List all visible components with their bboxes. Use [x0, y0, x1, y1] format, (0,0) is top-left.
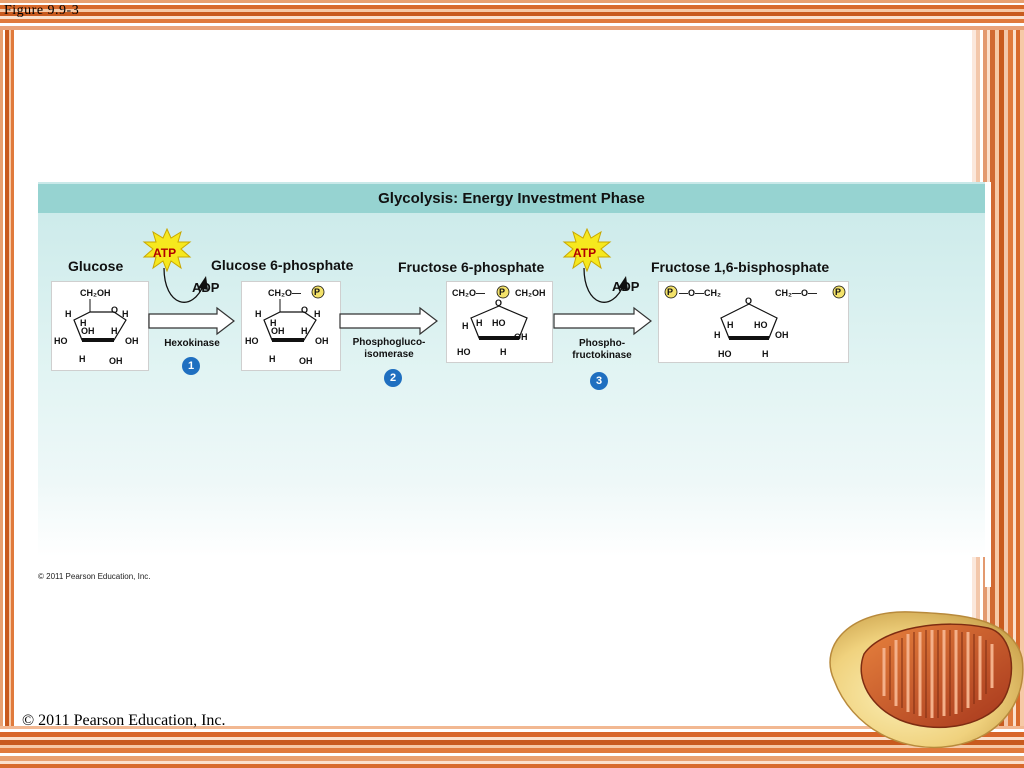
slide-copyright: © 2011 Pearson Education, Inc. — [22, 712, 226, 729]
svg-text:OH: OH — [775, 330, 789, 340]
slide-border-top — [0, 0, 1024, 30]
svg-text:H: H — [500, 347, 507, 357]
svg-text:OH: OH — [315, 336, 329, 346]
svg-text:HO: HO — [754, 320, 768, 330]
reaction-arrow-1 — [148, 306, 235, 336]
svg-text:O: O — [111, 305, 118, 315]
molecule-name-glucose: Glucose — [68, 258, 124, 274]
molecule-name-fructose-1-6-bisphosphate: Fructose 1,6-bisphosphate — [651, 259, 830, 275]
atp-star-3 — [562, 228, 612, 272]
svg-text:H: H — [65, 309, 72, 319]
svg-text:H: H — [269, 354, 276, 364]
svg-text:OH: OH — [81, 326, 95, 336]
panel-edge — [985, 182, 991, 587]
svg-text:HO: HO — [457, 347, 471, 357]
svg-text:P: P — [667, 287, 673, 297]
svg-text:P: P — [499, 287, 505, 297]
svg-text:CH₂O—: CH₂O— — [268, 288, 301, 298]
svg-text:OH: OH — [514, 332, 528, 342]
svg-text:H: H — [79, 354, 86, 364]
atp-star-1 — [142, 228, 192, 272]
slide-border-bottom — [0, 726, 1024, 768]
atp-to-adp-arrow-3 — [583, 267, 628, 303]
atp-label-3: ATP — [573, 246, 597, 260]
reaction-arrow-3 — [553, 306, 652, 336]
svg-text:CH₂OH: CH₂OH — [515, 288, 546, 298]
step-badge-1: 1 — [182, 357, 200, 375]
enzyme-line: fructokinase — [572, 350, 632, 361]
adp-label-1: ADP — [192, 280, 220, 295]
svg-text:OH: OH — [271, 326, 285, 336]
svg-text:H: H — [714, 330, 721, 340]
enzyme-phosphoglucoisomerase: Phosphogluco- isomerase — [338, 337, 440, 361]
svg-text:H: H — [727, 320, 734, 330]
enzyme-line: isomerase — [364, 349, 414, 360]
svg-text:H: H — [462, 321, 469, 331]
svg-text:H: H — [111, 326, 118, 336]
atp-label-1: ATP — [153, 246, 177, 260]
step-badge-2: 2 — [384, 369, 402, 387]
svg-text:OH: OH — [109, 356, 123, 366]
svg-text:P: P — [314, 287, 320, 297]
svg-text:H: H — [122, 309, 129, 319]
molecule-name-glucose-6-phosphate: Glucose 6-phosphate — [211, 257, 354, 273]
enzyme-hexokinase: Hexokinase — [164, 338, 220, 349]
atp-to-adp-arrow-1 — [163, 267, 208, 303]
svg-text:H: H — [476, 318, 483, 328]
svg-text:OH: OH — [125, 336, 139, 346]
svg-text:OH: OH — [299, 356, 313, 366]
svg-text:H: H — [301, 326, 308, 336]
svg-text:O: O — [495, 298, 502, 308]
svg-text:H: H — [270, 318, 277, 328]
svg-text:—O—CH₂: —O—CH₂ — [679, 288, 721, 298]
svg-text:P: P — [835, 287, 841, 297]
figure-label: Figure 9.9-3 — [4, 3, 80, 18]
svg-text:H: H — [762, 349, 769, 359]
svg-text:HO: HO — [54, 336, 68, 346]
svg-text:H: H — [255, 309, 262, 319]
svg-text:O: O — [745, 296, 752, 306]
figure-copyright: © 2011 Pearson Education, Inc. — [38, 572, 151, 581]
reaction-arrow-2 — [339, 306, 438, 336]
molecule-name-fructose-6-phosphate: Fructose 6-phosphate — [398, 259, 545, 275]
svg-text:HO: HO — [245, 336, 259, 346]
svg-text:HO: HO — [718, 349, 732, 359]
svg-text:H: H — [80, 318, 87, 328]
svg-text:HO: HO — [492, 318, 506, 328]
mitochondrion-illustration — [829, 611, 1024, 749]
enzyme-line: Phosphogluco- — [352, 337, 426, 348]
enzyme-phosphofructokinase: Phospho- fructokinase — [552, 338, 652, 362]
slide-border-left — [0, 30, 14, 726]
svg-text:H: H — [314, 309, 321, 319]
adp-label-3: ADP — [612, 279, 640, 294]
svg-text:CH₂OH: CH₂OH — [80, 288, 111, 298]
step-badge-3: 3 — [590, 372, 608, 390]
svg-text:CH₂O—: CH₂O— — [452, 288, 485, 298]
svg-text:O: O — [301, 305, 308, 315]
figure-title: Glycolysis: Energy Investment Phase — [38, 184, 985, 213]
svg-text:CH₂—O—: CH₂—O— — [775, 288, 817, 298]
enzyme-line: Phospho- — [578, 338, 626, 349]
